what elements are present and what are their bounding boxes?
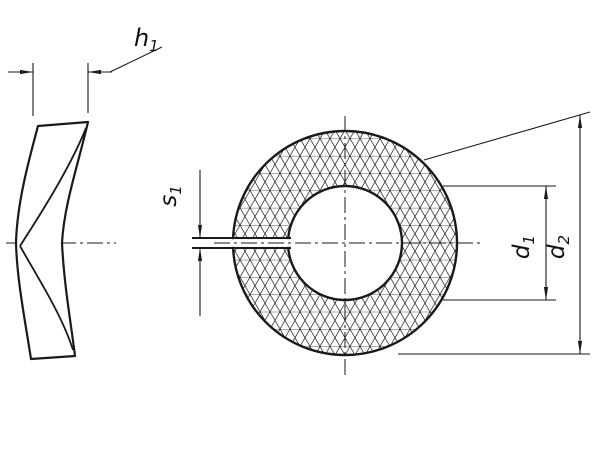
annulus-knurl-pattern <box>233 131 457 355</box>
d2-extension-line-top-diagonal <box>423 111 591 161</box>
s1-arrow-top <box>198 225 202 238</box>
dimension-s1: s1 <box>156 170 202 316</box>
side-view-split-line-lower <box>19 245 74 351</box>
h1-arrow-left <box>20 69 33 75</box>
front-view <box>192 116 484 378</box>
slit-gap <box>226 239 290 247</box>
h1-label: h1 <box>134 24 159 55</box>
d2-arrow-top <box>577 115 583 128</box>
s1-arrow-bottom <box>198 248 202 261</box>
h1-arrow-right <box>88 69 101 75</box>
dimension-d2: d2 <box>398 111 591 355</box>
d2-arrow-bottom <box>577 341 583 354</box>
side-view <box>6 120 116 361</box>
side-view-split-line-upper <box>19 127 87 247</box>
dimension-h1: h1 <box>8 24 163 116</box>
d1-arrow-bottom <box>543 287 549 300</box>
h1-leader-line <box>109 46 163 73</box>
side-view-outline <box>14 120 90 361</box>
d1-label: d1 <box>509 235 538 259</box>
d1-arrow-top <box>543 186 549 199</box>
s1-label: s1 <box>156 185 185 207</box>
d2-label: d2 <box>544 235 573 259</box>
dimension-d1: d1 <box>443 185 556 301</box>
